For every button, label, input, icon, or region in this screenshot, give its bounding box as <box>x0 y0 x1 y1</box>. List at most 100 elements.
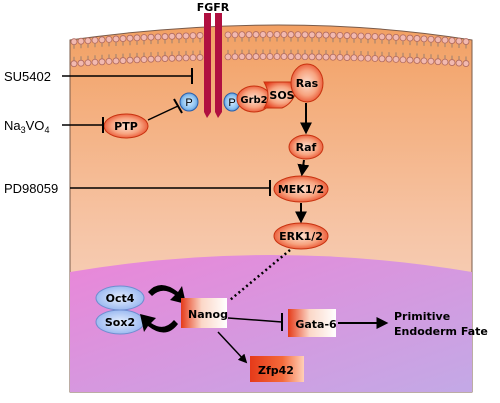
lipid-head <box>189 54 197 62</box>
lipid-head <box>322 31 330 39</box>
zfp42-label: Zfp42 <box>258 364 294 377</box>
pd98059-label: PD98059 <box>4 181 58 196</box>
lipid-head <box>287 31 295 38</box>
lipid-head <box>77 59 85 67</box>
lipid-head <box>266 31 274 38</box>
lipid-head <box>189 32 197 40</box>
lipid-head <box>259 53 267 60</box>
lipid-head <box>154 55 162 63</box>
lipid-head <box>238 31 246 39</box>
lipid-head <box>140 56 148 63</box>
lipid-head <box>98 58 106 66</box>
lipid-head <box>112 35 120 43</box>
lipid-head <box>406 34 414 42</box>
gata6-node: Gata-6 <box>288 309 337 337</box>
lipid-head <box>301 53 309 61</box>
lipid-head <box>133 56 141 64</box>
lipid-head <box>280 53 288 60</box>
lipid-head <box>77 37 85 45</box>
lipid-head <box>329 31 337 39</box>
lipid-head <box>427 35 435 43</box>
loop-arrow-top <box>148 285 186 304</box>
lipid-head <box>182 54 190 62</box>
lipid-head <box>385 55 393 63</box>
lipid-head <box>98 36 106 44</box>
ras-label: Ras <box>296 77 319 90</box>
lipid-head <box>168 32 176 40</box>
inhibit-nanog-gata6 <box>227 317 283 323</box>
lipid-head <box>413 57 421 64</box>
lipid-head <box>252 31 260 38</box>
lipid-head <box>399 56 407 64</box>
lipid-head <box>245 53 253 60</box>
lipid-head <box>161 55 169 62</box>
lipid-head <box>280 31 288 38</box>
lipid-head <box>91 58 99 66</box>
lipid-head <box>161 33 169 40</box>
oct4-label: Oct4 <box>106 292 135 305</box>
lipid-head <box>287 53 295 60</box>
lipid-head <box>273 31 281 38</box>
lipid-head <box>91 36 99 44</box>
raf-label: Raf <box>296 141 317 154</box>
raf-node: Raf <box>288 134 324 160</box>
lipid-head <box>266 53 274 60</box>
lipid-head <box>392 56 400 63</box>
lipid-head <box>168 54 176 62</box>
lipid-head <box>231 53 239 61</box>
lipid-head <box>371 33 379 40</box>
lipid-head <box>357 32 365 40</box>
lipid-head <box>420 57 428 65</box>
lipid-head <box>70 60 78 68</box>
erk-node: ERK1/2 <box>273 222 329 250</box>
ptp-node: PTP <box>103 113 149 139</box>
lipid-head <box>350 32 358 40</box>
lipid-head <box>112 57 120 65</box>
feedback-loop <box>140 285 186 333</box>
lipid-head <box>308 53 316 61</box>
na3vo4-label: Na3VO4 <box>4 118 49 135</box>
lipid-head <box>441 58 449 66</box>
lipid-head <box>105 57 113 65</box>
mek-node: MEK1/2 <box>273 175 329 203</box>
p-right-label: P <box>228 97 235 109</box>
lipid-head <box>224 53 232 61</box>
lipid-head <box>448 37 456 44</box>
lipid-head <box>238 53 246 61</box>
lipid-head <box>364 54 372 62</box>
grb2-node: Grb2 <box>236 85 272 113</box>
lipid-head <box>294 53 302 61</box>
lipid-head <box>427 57 435 65</box>
lipid-head <box>175 54 183 62</box>
p-left-label: P <box>185 97 192 109</box>
lipid-head <box>434 58 442 66</box>
lipid-head <box>462 38 470 45</box>
su5402-label: SU5402 <box>4 69 51 84</box>
lipid-head <box>364 32 372 40</box>
lipid-head <box>119 57 127 64</box>
cell-membrane <box>70 31 470 68</box>
lipid-head <box>371 55 379 62</box>
lipid-head <box>119 35 127 42</box>
lipid-head <box>336 53 344 61</box>
lipid-head <box>378 55 386 63</box>
lipid-head <box>315 53 323 61</box>
lipid-head <box>140 34 148 41</box>
lipid-head <box>154 33 162 41</box>
ptp-label: PTP <box>114 120 138 133</box>
lipid-head <box>196 54 204 61</box>
arrow-raf-mek <box>297 159 310 177</box>
dotted-erk-nanog <box>229 249 291 301</box>
lipid-head <box>231 31 239 39</box>
lipid-head <box>126 34 134 42</box>
sox2-node: Sox2 <box>95 309 145 335</box>
lipid-head <box>196 32 204 39</box>
lipid-head <box>350 54 358 62</box>
lipid-head <box>301 31 309 39</box>
nanog-node: Nanog <box>181 298 228 328</box>
lipid-head <box>343 32 351 39</box>
lipid-head <box>455 59 463 67</box>
outcome-line1: Primitive <box>394 310 450 323</box>
lipid-head <box>378 33 386 41</box>
